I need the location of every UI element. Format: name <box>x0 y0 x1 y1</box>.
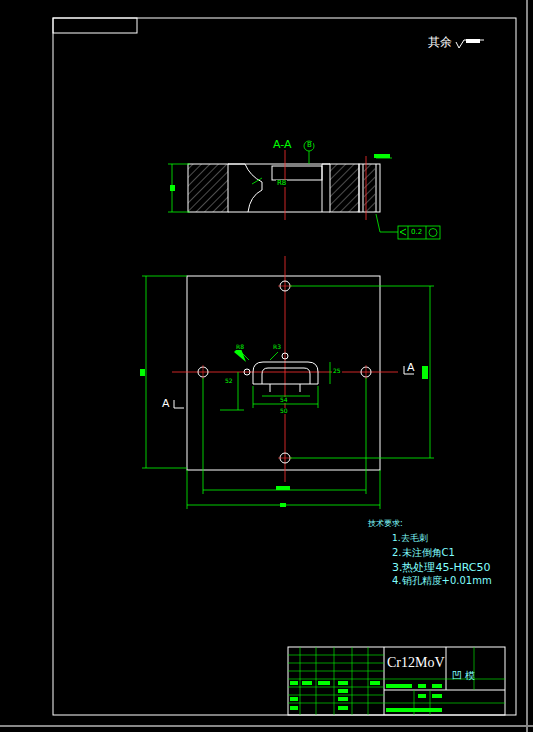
requirement-note: 1.去毛刺 <box>392 534 428 543</box>
roughness-note: 其余 <box>428 36 452 48</box>
dimension: R3 <box>272 344 282 350</box>
section-title: A-A <box>273 139 292 150</box>
dimension: 52 <box>224 378 234 384</box>
dimension: 54 <box>279 397 289 403</box>
material: Cr12MoV <box>387 656 445 670</box>
requirement-note: 4.销孔精度+0.01mm <box>392 576 492 586</box>
tolerance-value: 0.2 <box>410 229 423 236</box>
dimension: 25 <box>332 368 342 374</box>
section-mark: A <box>407 362 415 373</box>
dimension: R8 <box>235 344 245 350</box>
requirement-note: 3.热处理45-HRC50 <box>392 562 491 573</box>
dimension: 50 <box>279 408 289 414</box>
requirements-heading: 技术要求: <box>368 520 403 528</box>
requirement-note: 2.未注倒角C1 <box>392 548 455 558</box>
datum-letter: B <box>306 142 313 149</box>
section-mark: A <box>162 398 170 409</box>
part-name: 凹 模 <box>452 671 475 681</box>
dimension: R8 <box>276 180 287 187</box>
